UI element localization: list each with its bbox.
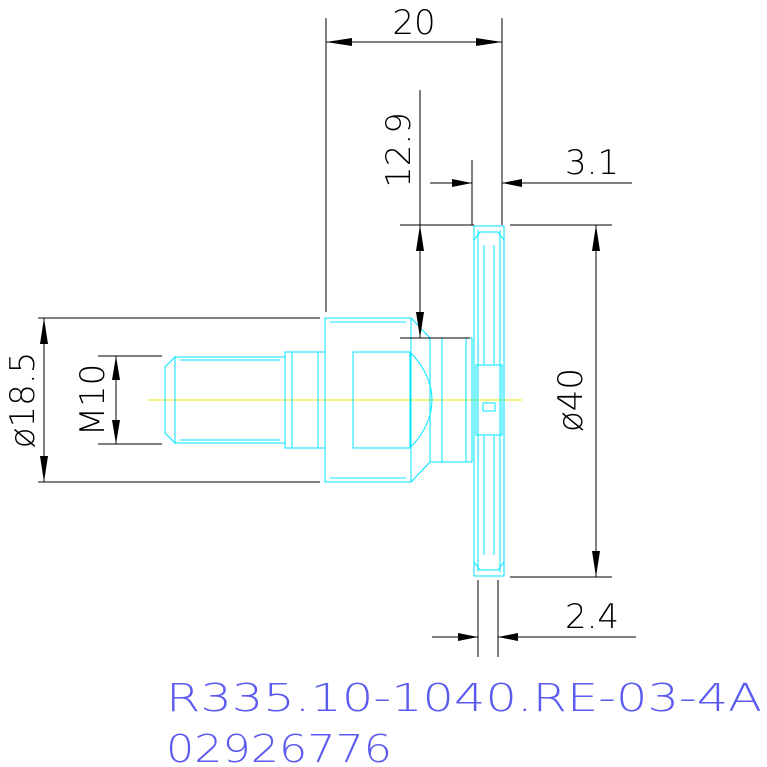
hub-body [324, 317, 412, 483]
dim-text-disc-top: 3.1 [565, 143, 619, 183]
dim-text-thread: M10 [73, 364, 113, 437]
dim-text-disc-diameter: ø40 [551, 368, 591, 432]
item-number: 02926776 [166, 727, 392, 767]
part-geometry [164, 225, 505, 577]
dimension-lines [38, 18, 636, 657]
part-number: R335.10-1040.RE-03-4A [166, 676, 762, 720]
dim-text-offset: 12.9 [379, 112, 419, 188]
cutting-disc [473, 225, 505, 577]
dim-text-length: 20 [392, 3, 435, 43]
hub-cavity [352, 351, 433, 449]
dim-text-hub-diameter: ø18.5 [3, 352, 43, 449]
dim-text-disc-bottom: 2.4 [565, 597, 619, 637]
